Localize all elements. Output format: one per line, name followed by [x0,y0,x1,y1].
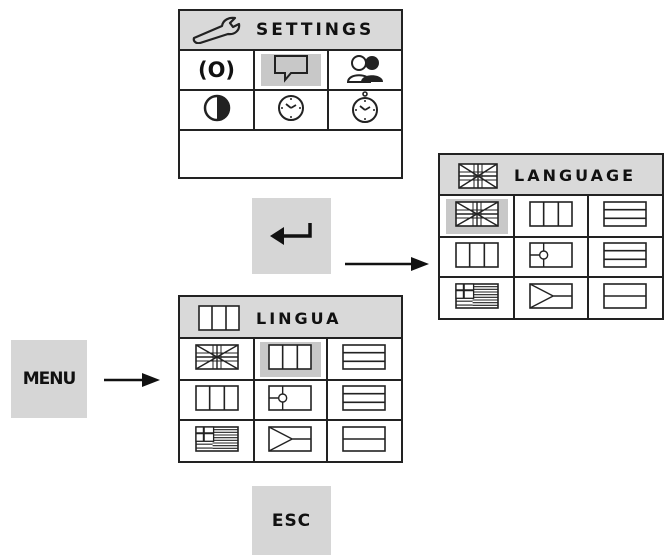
greek-flag-icon [455,282,499,313]
settings-item-audio[interactable]: (O) [180,51,253,89]
enter-arrow-icon [266,219,318,253]
grid-line [180,129,401,131]
wrench-icon [190,16,246,48]
lingua-title: LINGUA [256,309,342,328]
language-option[interactable] [514,277,588,318]
emblem-flag-icon [529,242,573,272]
language-title: LANGUAGE [514,166,637,185]
contrast-icon [202,93,232,127]
enter-button[interactable] [252,198,331,274]
uk-flag-icon [458,163,498,193]
grid-line [253,51,255,131]
tricolor-flag-icon [529,201,573,231]
bicolor-flag-icon [342,425,386,456]
grid-line [440,235,662,238]
stopwatch-icon [350,91,380,129]
settings-item-language[interactable] [255,51,327,89]
horizontal-stripes-flag-icon [342,344,386,374]
greek-flag-icon [195,425,239,456]
language-option[interactable] [327,380,401,421]
tricolor-flag-icon [268,344,313,374]
language-option[interactable] [588,237,662,278]
language-option[interactable] [440,196,514,237]
flow-arrow-menu-to-lingua [104,373,160,387]
horizontal-stripes-flag-icon [342,385,386,415]
tricolor-flag-icon [198,305,240,335]
language-option[interactable] [440,237,514,278]
horizontal-stripes-flag-icon [603,242,647,272]
bicolor-flag-icon [603,282,647,313]
menu-label: MENU [22,369,77,389]
settings-item-clock[interactable] [255,91,327,129]
settings-title: SETTINGS [256,20,375,40]
language-option[interactable] [180,339,254,380]
language-option[interactable] [514,237,588,278]
language-option[interactable] [254,380,328,421]
chevron-flag-icon [268,425,313,456]
language-option[interactable] [254,339,328,380]
lingua-header: LINGUA [180,297,401,339]
menu-button[interactable]: MENU [11,340,87,418]
language-option[interactable] [440,277,514,318]
emblem-flag-icon [268,385,313,415]
tricolor-flag-icon [455,242,499,272]
grid-line [513,196,515,318]
language-option[interactable] [254,420,328,461]
grid-line [326,339,329,461]
language-option[interactable] [327,339,401,380]
language-panel: LANGUAGE [438,153,664,320]
uk-flag-icon [455,201,499,231]
language-option[interactable] [514,196,588,237]
settings-item-users[interactable] [329,51,401,89]
horizontal-stripes-flag-icon [603,201,647,231]
esc-label: ESC [271,510,312,531]
audio-signal-icon: (O) [197,58,236,82]
users-icon [345,52,385,88]
settings-item-timer[interactable] [329,91,401,129]
flow-arrow-enter-to-language [345,257,429,271]
grid-line [180,378,401,381]
settings-header: SETTINGS [180,11,401,51]
grid-line [252,339,255,461]
esc-button[interactable]: ESC [252,486,331,555]
language-option[interactable] [588,277,662,318]
grid-line [180,419,401,422]
settings-panel: SETTINGS (O) [178,9,403,179]
chevron-flag-icon [529,282,573,313]
grid-line [440,276,662,279]
grid-line [180,89,401,91]
language-option[interactable] [588,196,662,237]
language-option[interactable] [180,380,254,421]
selection-highlight [261,54,321,86]
clock-icon [276,93,306,127]
uk-flag-icon [195,344,239,374]
lingua-panel: LINGUA [178,295,403,463]
settings-item-contrast[interactable] [180,91,253,129]
language-option[interactable] [180,420,254,461]
grid-line [327,51,329,131]
tricolor-flag-icon [195,385,239,415]
language-header: LANGUAGE [440,155,662,196]
grid-line [587,196,589,318]
language-option[interactable] [327,420,401,461]
speech-bubble-icon [271,53,311,87]
